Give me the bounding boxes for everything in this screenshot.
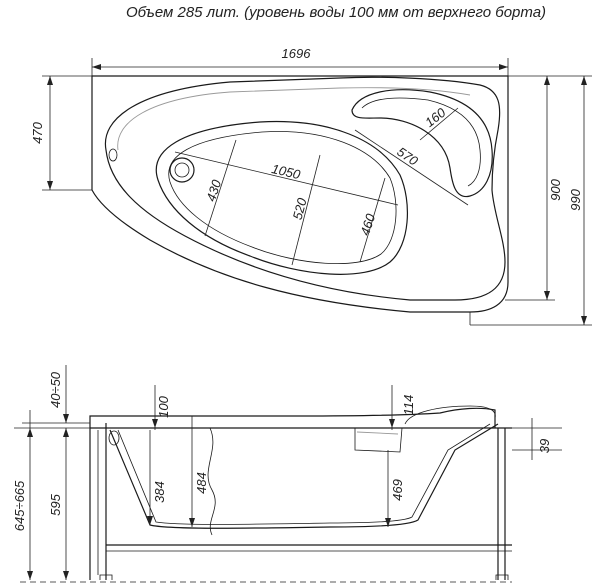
leg-offset-label: 39	[537, 439, 552, 453]
depth-right-label: 469	[390, 479, 405, 501]
top-view: 1696 430 1050 520 460 570	[30, 46, 592, 326]
depth-mid-label: 484	[194, 472, 209, 494]
seat-radius-label: 160	[422, 104, 449, 130]
inner-width-label: 430	[203, 177, 224, 203]
left-height-label: 470	[30, 121, 45, 143]
side-view: 645÷665 595 40÷50 100 384 484 114 469 39	[12, 365, 562, 583]
bowl-narrow-label: 460	[357, 211, 378, 237]
rim-right-label: 114	[401, 395, 416, 416]
overall-width-label: 1696	[282, 46, 312, 61]
side-rim	[89, 407, 496, 428]
depth-left-label: 384	[152, 481, 167, 503]
seat-span-label: 570	[394, 144, 421, 169]
total-height-label: 645÷665	[12, 480, 27, 531]
drain	[169, 157, 195, 183]
adjust-height-label: 40÷50	[48, 371, 63, 408]
depth-label: 900	[548, 178, 563, 200]
tub-profile	[109, 423, 499, 529]
bowl-length-label: 1050	[270, 161, 302, 182]
inner-rim	[104, 76, 506, 301]
bowl-outer	[155, 120, 409, 275]
bowl-width-label: 520	[290, 196, 310, 222]
volume-title: Объем 285 лит. (уровень воды 100 мм от в…	[126, 4, 546, 21]
overflow	[108, 148, 118, 162]
headrest-seat	[351, 89, 493, 198]
total-depth-label: 990	[568, 188, 583, 210]
rim-left-label: 100	[156, 395, 171, 417]
body-height-label: 595	[48, 493, 63, 515]
outer-rim	[91, 75, 509, 313]
